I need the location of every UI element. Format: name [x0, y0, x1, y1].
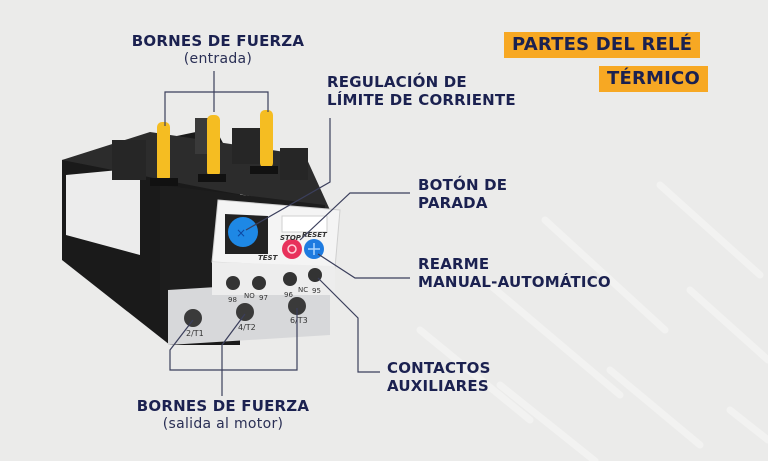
current-regulation-line1: REGULACIÓN DE — [327, 73, 467, 91]
aux-contacts-line1: CONTACTOS — [387, 359, 491, 377]
label-stop-button: BOTÓN DE PARADA — [418, 176, 507, 212]
title-line-2: TÉRMICO — [599, 66, 708, 92]
output-terminal-screws — [184, 297, 306, 327]
output-terminals-subtitle: (salida al motor) — [162, 416, 284, 432]
current-regulation-line2: LÍMITE DE CORRIENTE — [327, 91, 516, 109]
aux-98: 98 — [228, 296, 237, 304]
aux-95: 95 — [312, 287, 321, 295]
label-input-terminals: BORNES DE FUERZA (entrada) — [118, 32, 318, 68]
terminal-4t2: 4/T2 — [238, 323, 256, 332]
terminal-6t3: 6/T3 — [290, 316, 308, 325]
label-current-regulation: REGULACIÓN DE LÍMITE DE CORRIENTE — [327, 73, 516, 109]
input-terminals-title: BORNES DE FUERZA — [131, 32, 305, 50]
stop-button-line2: PARADA — [418, 194, 488, 212]
input-terminals-subtitle: (entrada) — [183, 51, 253, 67]
title-line-1: PARTES DEL RELÉ — [504, 32, 701, 58]
current-adjust-dial[interactable] — [228, 217, 258, 247]
aux-contacts-line2: AUXILIARES — [387, 377, 489, 395]
stop-text: STOP — [280, 234, 302, 242]
aux-no: NO — [244, 292, 255, 300]
input-terminal-pins — [150, 110, 278, 186]
leader-lines — [164, 71, 410, 396]
reset-line1: REARME — [418, 255, 490, 273]
aux-nc: NC — [298, 286, 308, 294]
aux-96: 96 — [284, 291, 293, 299]
label-aux-contacts: CONTACTOS AUXILIARES — [387, 359, 491, 395]
reset-text: RESET — [302, 231, 328, 239]
label-reset: REARME MANUAL-AUTOMÁTICO — [418, 255, 611, 291]
aux-97: 97 — [259, 294, 268, 302]
reset-line2: MANUAL-AUTOMÁTICO — [418, 273, 611, 291]
test-text: TEST — [258, 254, 279, 262]
label-output-terminals: BORNES DE FUERZA (salida al motor) — [118, 397, 328, 433]
stop-button[interactable] — [282, 239, 302, 259]
svg-text:×: × — [236, 226, 246, 240]
terminal-2t1: 2/T1 — [186, 329, 204, 338]
stop-button-line1: BOTÓN DE — [418, 176, 508, 194]
output-terminals-title: BORNES DE FUERZA — [136, 397, 310, 415]
